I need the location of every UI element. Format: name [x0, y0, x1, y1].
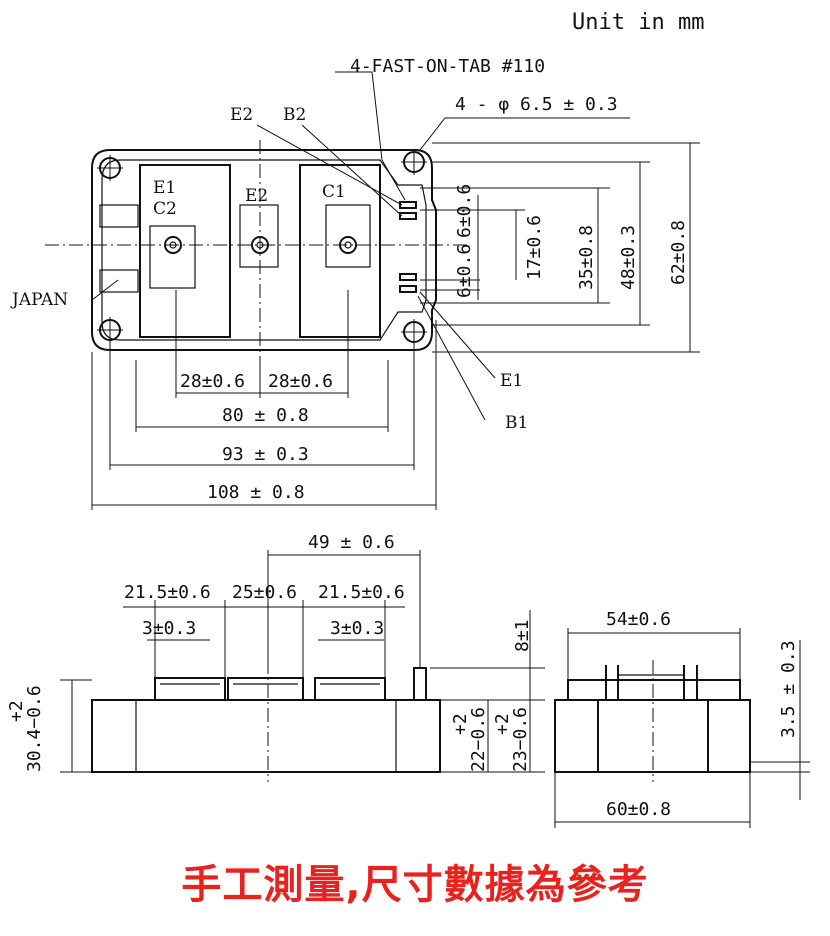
module-inner-outline [101, 159, 427, 341]
dim-108: 108 ± 0.8 [207, 482, 305, 503]
dim-54: 54±0.6 [606, 609, 671, 630]
mounting-hole-bottom-left [97, 317, 123, 343]
outline-drawing: 4-FAST-ON-TAB #110 4 - φ 6.5 ± 0.3 E2 B2… [6, 56, 810, 828]
side-slot-lower [99, 269, 139, 293]
dim-28-left: 28±0.6 [180, 371, 245, 392]
label-japan: JAPAN [10, 290, 68, 310]
dim-49: 49 ± 0.6 [308, 532, 395, 553]
side-fast-on-tab [413, 667, 427, 701]
dim-80: 80 ± 0.8 [222, 405, 309, 426]
hole-callout: 4 - φ 6.5 ± 0.3 [455, 94, 618, 115]
dim-22: 22−0.6 [468, 707, 489, 772]
dim-3-5: 3.5 ± 0.3 [778, 640, 799, 738]
dim-8: 8±1 [512, 619, 533, 652]
end-view: 54±0.6 60±0.8 3.5 ± 0.3 [554, 609, 810, 828]
dim-22-tol: +2 [450, 713, 471, 735]
dim-6-lower: 6±0.6 [454, 244, 475, 298]
label-e1-right: E1 [500, 371, 523, 391]
mounting-hole-top-right [401, 149, 427, 175]
dim-30-4-tol: +2 [6, 700, 27, 722]
label-e2-top: E2 [230, 105, 253, 125]
dim-17: 17±0.6 [524, 215, 545, 280]
label-b2-top: B2 [283, 105, 306, 125]
dim-25: 25±0.6 [232, 582, 297, 603]
side-terminal-center [227, 677, 304, 701]
fast-on-tabs [399, 201, 417, 293]
dim-6-upper: 6±0.6 [454, 184, 475, 238]
terminal-plate-e1c2 [139, 164, 231, 338]
label-e1: E1 [153, 178, 176, 198]
terminal-c1-pad [325, 204, 371, 268]
side-slot-upper [99, 204, 139, 228]
side-base [91, 699, 441, 773]
terminal-e1c2-pad [149, 225, 196, 289]
dim-62: 62±0.8 [668, 220, 689, 285]
fast-on-tab-callout: 4-FAST-ON-TAB #110 [350, 56, 545, 77]
dim-3-right: 3±0.3 [330, 618, 384, 639]
dim-60: 60±0.8 [606, 799, 671, 820]
dim-23: 23−0.6 [510, 707, 531, 772]
terminal-e2-pad [239, 204, 279, 268]
dim-48: 48±0.3 [618, 225, 639, 290]
label-c1: C1 [322, 182, 346, 202]
side-terminal-right [314, 677, 386, 701]
dim-21-5-left: 21.5±0.6 [124, 582, 211, 603]
unit-label: Unit in mm [572, 10, 705, 35]
dim-30-4: 30.4−0.6 [24, 685, 45, 772]
terminal-plate-c1 [299, 164, 381, 338]
label-c2: C2 [153, 199, 177, 219]
side-terminal-left [154, 677, 226, 701]
label-e2: E2 [245, 186, 268, 206]
mounting-hole-top-left [97, 155, 123, 181]
label-b1-right: B1 [505, 413, 528, 433]
dim-21-5-right: 21.5±0.6 [318, 582, 405, 603]
measurement-note: 手工測量,尺寸數據為參考 [181, 862, 649, 908]
dim-93: 93 ± 0.3 [222, 444, 309, 465]
side-view: 49 ± 0.6 21.5±0.6 25±0.6 21.5±0.6 3±0.3 … [6, 532, 545, 782]
dim-3-left: 3±0.3 [142, 618, 196, 639]
top-view: 4-FAST-ON-TAB #110 4 - φ 6.5 ± 0.3 E2 B2… [10, 56, 700, 510]
module-outline [91, 149, 437, 351]
dim-23-tol: +2 [492, 713, 513, 735]
dim-28-right: 28±0.6 [268, 371, 333, 392]
end-tabs [605, 665, 698, 700]
mounting-hole-bottom-right [401, 319, 427, 345]
end-top [567, 679, 741, 701]
dim-35: 35±0.8 [576, 225, 597, 290]
